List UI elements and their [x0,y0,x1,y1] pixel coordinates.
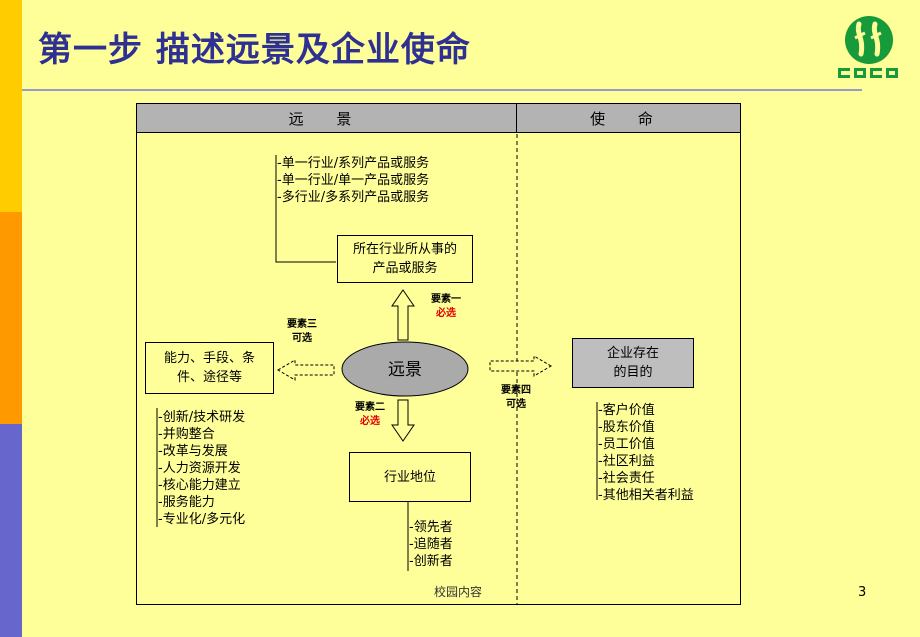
list-position-types: -领先者 -追随者 -创新者 [409,519,453,570]
vision-ellipse-label: 远景 [388,360,422,380]
list-item: -单一行业/系列产品或服务 [277,156,430,171]
box-industry-products: 所在行业所从事的 产品或服务 [337,235,473,283]
box-capability-line2: 件、途径等 [176,370,242,385]
tag-status-required: 必选 [436,308,456,319]
list-item: -专业化/多元化 [158,512,246,527]
arrow-right-purpose [489,355,552,377]
tag-status-optional: 可选 [292,333,312,344]
box-purpose-line1: 企业存在 [606,346,659,361]
tag-status-optional: 可选 [506,399,526,410]
list-item: -创新者 [409,554,453,569]
tag-label: 要素三 [287,319,317,330]
list-item: -人力资源开发 [158,461,241,476]
box-industry-line2: 产品或服务 [372,261,438,276]
list-item: -单一行业/单一产品或服务 [277,173,430,188]
tag-label: 要素四 [501,385,531,396]
tag-element-four: 要素四 可选 [492,384,540,412]
tag-label: 要素二 [355,402,385,413]
list-purpose-values: -客户价值 -股东价值 -员工价值 -社区利益 -社会责任 -其他相关者利益 [598,402,694,504]
list-item: -社区利益 [598,454,655,469]
list-item: -客户价值 [598,403,655,418]
list-item: -其他相关者利益 [598,488,694,503]
box-industry-position: 行业地位 [349,452,471,502]
stripe-orange [0,212,22,424]
page-title: 第一步 描述远景及企业使命 [38,30,471,70]
arrow-left-capability [277,359,335,381]
list-item: -追随者 [409,537,453,552]
list-item: -多行业/多系列产品或服务 [277,190,430,205]
header-vision: 远 景 [136,103,518,133]
page-number: 3 [858,585,867,600]
tag-status-required: 必选 [360,416,380,427]
footer-text: 校园内容 [434,585,483,599]
list-capability-means: -创新/技术研发 -并购整合 -改革与发展 -人力资源开发 -核心能力建立 -服… [158,409,245,528]
header-mission: 使 命 [516,103,741,133]
arrow-up-industry [391,289,415,341]
box-capability: 能力、手段、条 件、途径等 [145,342,274,394]
list-item: -领先者 [409,520,453,535]
box-enterprise-purpose: 企业存在 的目的 [572,338,694,388]
list-item: -核心能力建立 [158,478,241,493]
tag-element-one: 要素一 必选 [422,293,470,321]
company-logo-icon [838,16,898,78]
industry-bracket [275,155,336,263]
stripe-purple [0,424,22,637]
box-purpose-line2: 的目的 [613,365,653,380]
list-industry-scope: -单一行业/系列产品或服务 -单一行业/单一产品或服务 -多行业/多系列产品或服… [277,155,429,206]
list-item: -员工价值 [598,437,655,452]
arrow-down-position [391,399,415,442]
tag-element-two: 要素二 必选 [346,401,394,429]
tag-label: 要素一 [431,294,461,305]
title-divider [22,89,862,91]
list-item: -改革与发展 [158,444,228,459]
stripe-yellow [0,0,22,212]
list-item: -股东价值 [598,420,655,435]
box-industry-line1: 所在行业所从事的 [352,242,457,257]
vision-ellipse [341,341,469,397]
list-item: -服务能力 [158,495,215,510]
list-item: -创新/技术研发 [158,410,246,425]
box-capability-line1: 能力、手段、条 [163,351,255,366]
tag-element-three: 要素三 可选 [278,318,326,346]
list-item: -社会责任 [598,471,655,486]
list-item: -并购整合 [158,427,215,442]
